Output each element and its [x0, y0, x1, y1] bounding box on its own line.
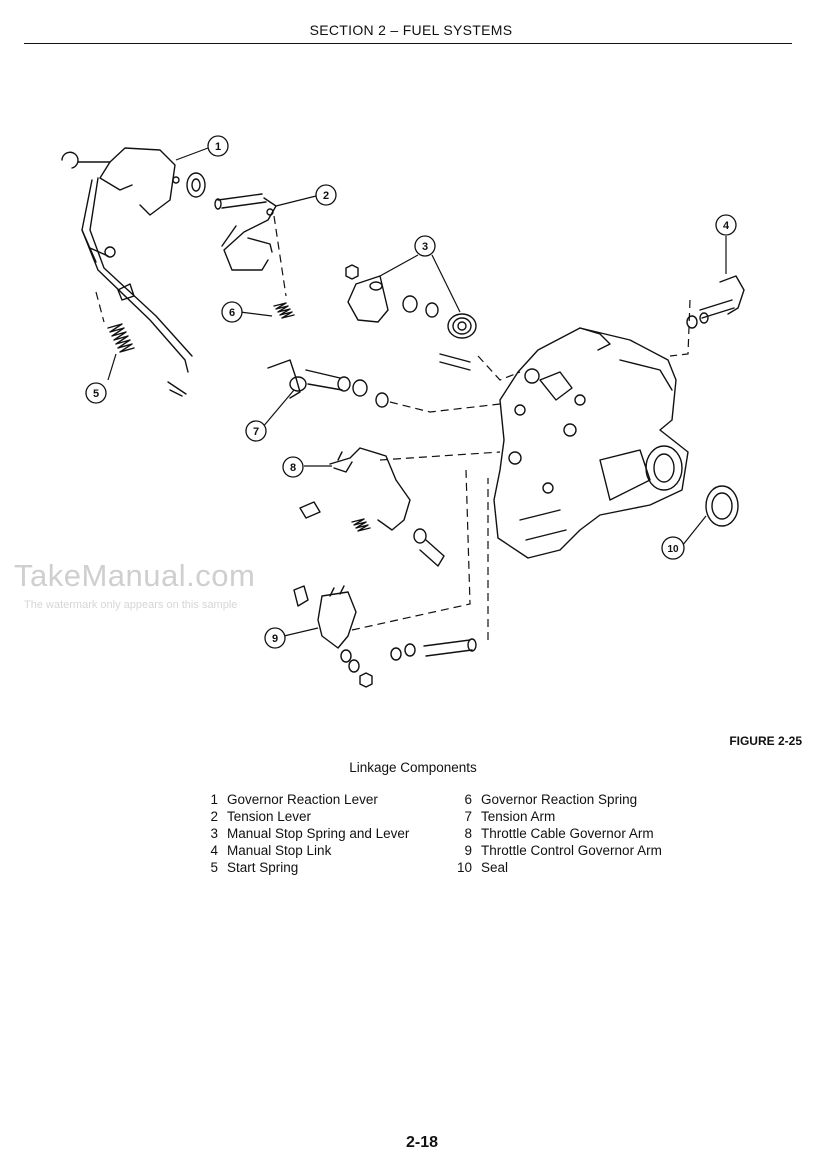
watermark-brand: TakeManual.com — [14, 558, 256, 593]
throttle-cable-arm-drawing — [299, 447, 445, 567]
watermark-note: The watermark only appears on this sampl… — [24, 599, 238, 611]
legend-label: Manual Stop Link — [227, 843, 332, 858]
page-number: 2-18 — [405, 1134, 439, 1151]
legend-item: 7 Tension Arm — [452, 808, 662, 825]
callout-10: 10 — [667, 544, 679, 555]
legend-num: 7 — [464, 809, 472, 824]
legend-label: Manual Stop Spring and Lever — [227, 826, 410, 841]
legend-label: Tension Lever — [227, 809, 312, 824]
callout-5: 5 — [93, 388, 99, 400]
legend-item: 8 Throttle Cable Governor Arm — [452, 825, 662, 842]
legend-item: 6 Governor Reaction Spring — [452, 791, 662, 808]
legend-right-column: 6 Governor Reaction Spring 7 Tension Arm 8… — [452, 791, 662, 876]
legend-item: 4 Manual Stop Link — [198, 842, 409, 859]
figure-label: FIGURE 2-25 — [729, 734, 802, 748]
linkage-exploded-diagram: 1 2 3 4 5 6 7 8 9 10 — [61, 135, 745, 688]
legend-num: 1 — [210, 792, 218, 807]
legend-item: 1 Governor Reaction Lever — [198, 791, 409, 808]
legend-num: 2 — [210, 809, 218, 824]
legend-label: Governor Reaction Lever — [227, 792, 378, 807]
legend-num: 9 — [464, 843, 472, 858]
section-header: SECTION 2 – FUEL SYSTEMS — [309, 22, 513, 38]
callout-4: 4 — [723, 220, 730, 232]
callout-7: 7 — [253, 426, 259, 438]
legend-item: 5 Start Spring — [198, 859, 409, 876]
governor-housing-drawing — [493, 327, 689, 559]
governor-reaction-lever-drawing — [61, 147, 206, 397]
manual-stop-spring-drawing — [345, 264, 477, 371]
throttle-control-arm-drawing — [293, 585, 477, 688]
legend-num: 6 — [464, 792, 472, 807]
legend-num: 4 — [210, 843, 218, 858]
legend-num: 3 — [210, 826, 218, 841]
legend-item: 9 Throttle Control Governor Arm — [452, 842, 662, 859]
legend-item: 2 Tension Lever — [198, 808, 409, 825]
legend-label: Throttle Control Governor Arm — [481, 843, 662, 858]
legend-num: 5 — [210, 860, 218, 875]
legend-label: Tension Arm — [481, 809, 556, 824]
legend-item: 10 Seal — [452, 859, 662, 876]
callout-3: 3 — [422, 241, 428, 253]
callout-6: 6 — [229, 307, 235, 319]
legend-num: 8 — [464, 826, 472, 841]
legend-label: Throttle Cable Governor Arm — [481, 826, 654, 841]
seal-drawing — [705, 485, 739, 527]
manual-stop-link-drawing — [686, 275, 745, 329]
start-spring-drawing — [107, 323, 135, 353]
figure-caption: Linkage Components — [349, 760, 477, 775]
callout-8: 8 — [290, 462, 296, 474]
tension-lever-drawing — [214, 193, 277, 271]
legend-label: Governor Reaction Spring — [481, 792, 638, 807]
governor-reaction-spring-drawing — [273, 302, 295, 319]
legend-num: 10 — [456, 860, 472, 875]
assembly-lines — [95, 215, 691, 640]
legend-label: Start Spring — [227, 860, 299, 875]
header-rule — [24, 43, 792, 44]
callout-2: 2 — [323, 190, 329, 202]
callout-1: 1 — [215, 141, 221, 153]
legend-item: 3 Manual Stop Spring and Lever — [198, 825, 409, 842]
tension-arm-drawing — [267, 359, 389, 408]
callout-9: 9 — [272, 633, 278, 645]
legend-label: Seal — [481, 860, 509, 875]
